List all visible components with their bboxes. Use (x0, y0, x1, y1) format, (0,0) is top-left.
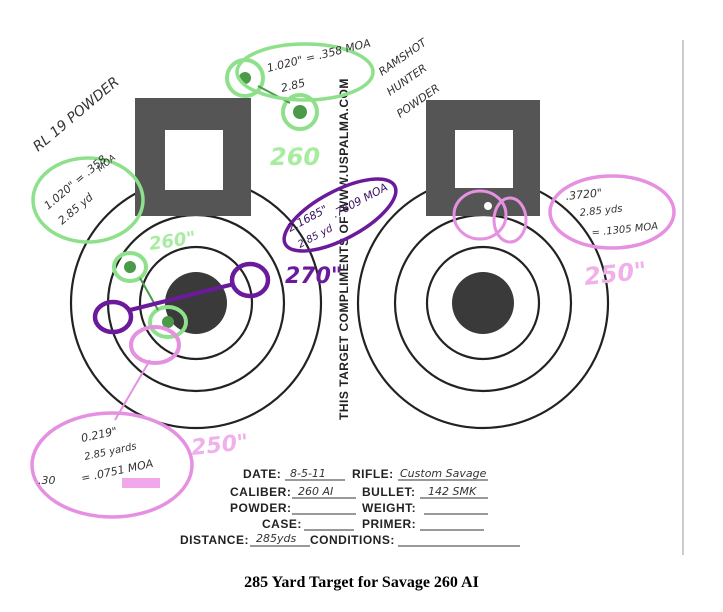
distance-value: 285yds (256, 532, 296, 545)
pink-right-label-250: 250" (583, 257, 648, 291)
pink-note-left-ring (30, 411, 194, 519)
green-label-260-mid: 260" (148, 228, 197, 255)
left-target (69, 98, 323, 430)
distance-label: DISTANCE: (180, 533, 249, 547)
green-top-range: 2.85 (280, 76, 307, 95)
pink-right-range: 2.85 yds (579, 204, 623, 219)
caliber-value: 260 AI (298, 485, 333, 498)
left-aim-square-center (165, 130, 223, 190)
purple-annotations (92, 177, 398, 335)
vertical-sponsor-text: THIS TARGET COMPLIMENTS OF WWW.USPALMA.C… (337, 78, 351, 420)
pink-link-left (114, 359, 151, 421)
pink-left-label-250: 250" (190, 430, 250, 461)
date-label: DATE: (243, 467, 281, 481)
pink-note-right-ring (548, 174, 676, 250)
pink-left-range: 2.85 yards (83, 441, 137, 463)
powder-label: POWDER: (230, 501, 292, 515)
conditions-label: CONDITIONS: (310, 533, 395, 547)
right-aim-square-center (455, 130, 513, 188)
figure-caption: 285 Yard Target for Savage 260 AI (244, 574, 479, 591)
pink-right-size: .3720" (565, 186, 603, 203)
rifle-value: Custom Savage (400, 467, 487, 480)
left-bullseye (165, 272, 227, 334)
pink-highlight-bar (122, 478, 160, 488)
purple-label-270: 270" (285, 264, 342, 289)
primer-label: PRIMER: (362, 517, 416, 531)
left-powder-note: RL 19 POWDER (30, 74, 122, 155)
target-sheet: THIS TARGET COMPLIMENTS OF WWW.USPALMA.C… (30, 35, 684, 555)
caliber-label: CALIBER: (230, 485, 291, 499)
pink-right-moa: = .1305 MOA (591, 221, 659, 239)
bullet-value: 142 SMK (428, 485, 477, 498)
green-shot-left-1 (112, 251, 148, 283)
green-annotations (31, 42, 375, 339)
pink-annotations (30, 174, 676, 519)
green-hole-left-2 (162, 316, 174, 328)
purple-note-ring (282, 177, 398, 253)
pink-shot-right-2 (492, 196, 528, 244)
bullet-label: BULLET: (362, 485, 416, 499)
pink-left-size: 0.219" (80, 425, 118, 445)
green-hole-top-2 (293, 105, 307, 119)
purple-shot-right (229, 261, 271, 299)
left-ring-inner (138, 245, 254, 361)
purple-shot-left (92, 299, 134, 335)
pink-shot-left (129, 325, 181, 365)
green-label-260-top: 260 (270, 143, 320, 171)
green-top-size: 1.020" = .358 MOA (266, 37, 372, 75)
pink-hole-right (484, 202, 492, 210)
green-shot-left-2 (148, 305, 188, 339)
green-shot-top-2 (281, 93, 319, 131)
rifle-label: RIFLE: (352, 467, 394, 481)
weight-label: WEIGHT: (362, 501, 416, 515)
pink-shot-right-1 (452, 189, 508, 241)
data-form: DATE: 8-5-11 RIFLE: Custom Savage CALIBE… (180, 467, 520, 547)
pink-left-extra: .30 (38, 474, 56, 487)
date-value: 8-5-11 (290, 467, 326, 480)
right-target (356, 100, 610, 430)
purple-link (129, 282, 235, 312)
right-bullseye (452, 272, 514, 334)
right-ring-inner (425, 245, 541, 361)
green-hole-left-1 (124, 261, 136, 273)
green-note-top-ring (235, 42, 375, 102)
case-label: CASE: (262, 517, 302, 531)
green-note-left-ring (31, 156, 145, 244)
